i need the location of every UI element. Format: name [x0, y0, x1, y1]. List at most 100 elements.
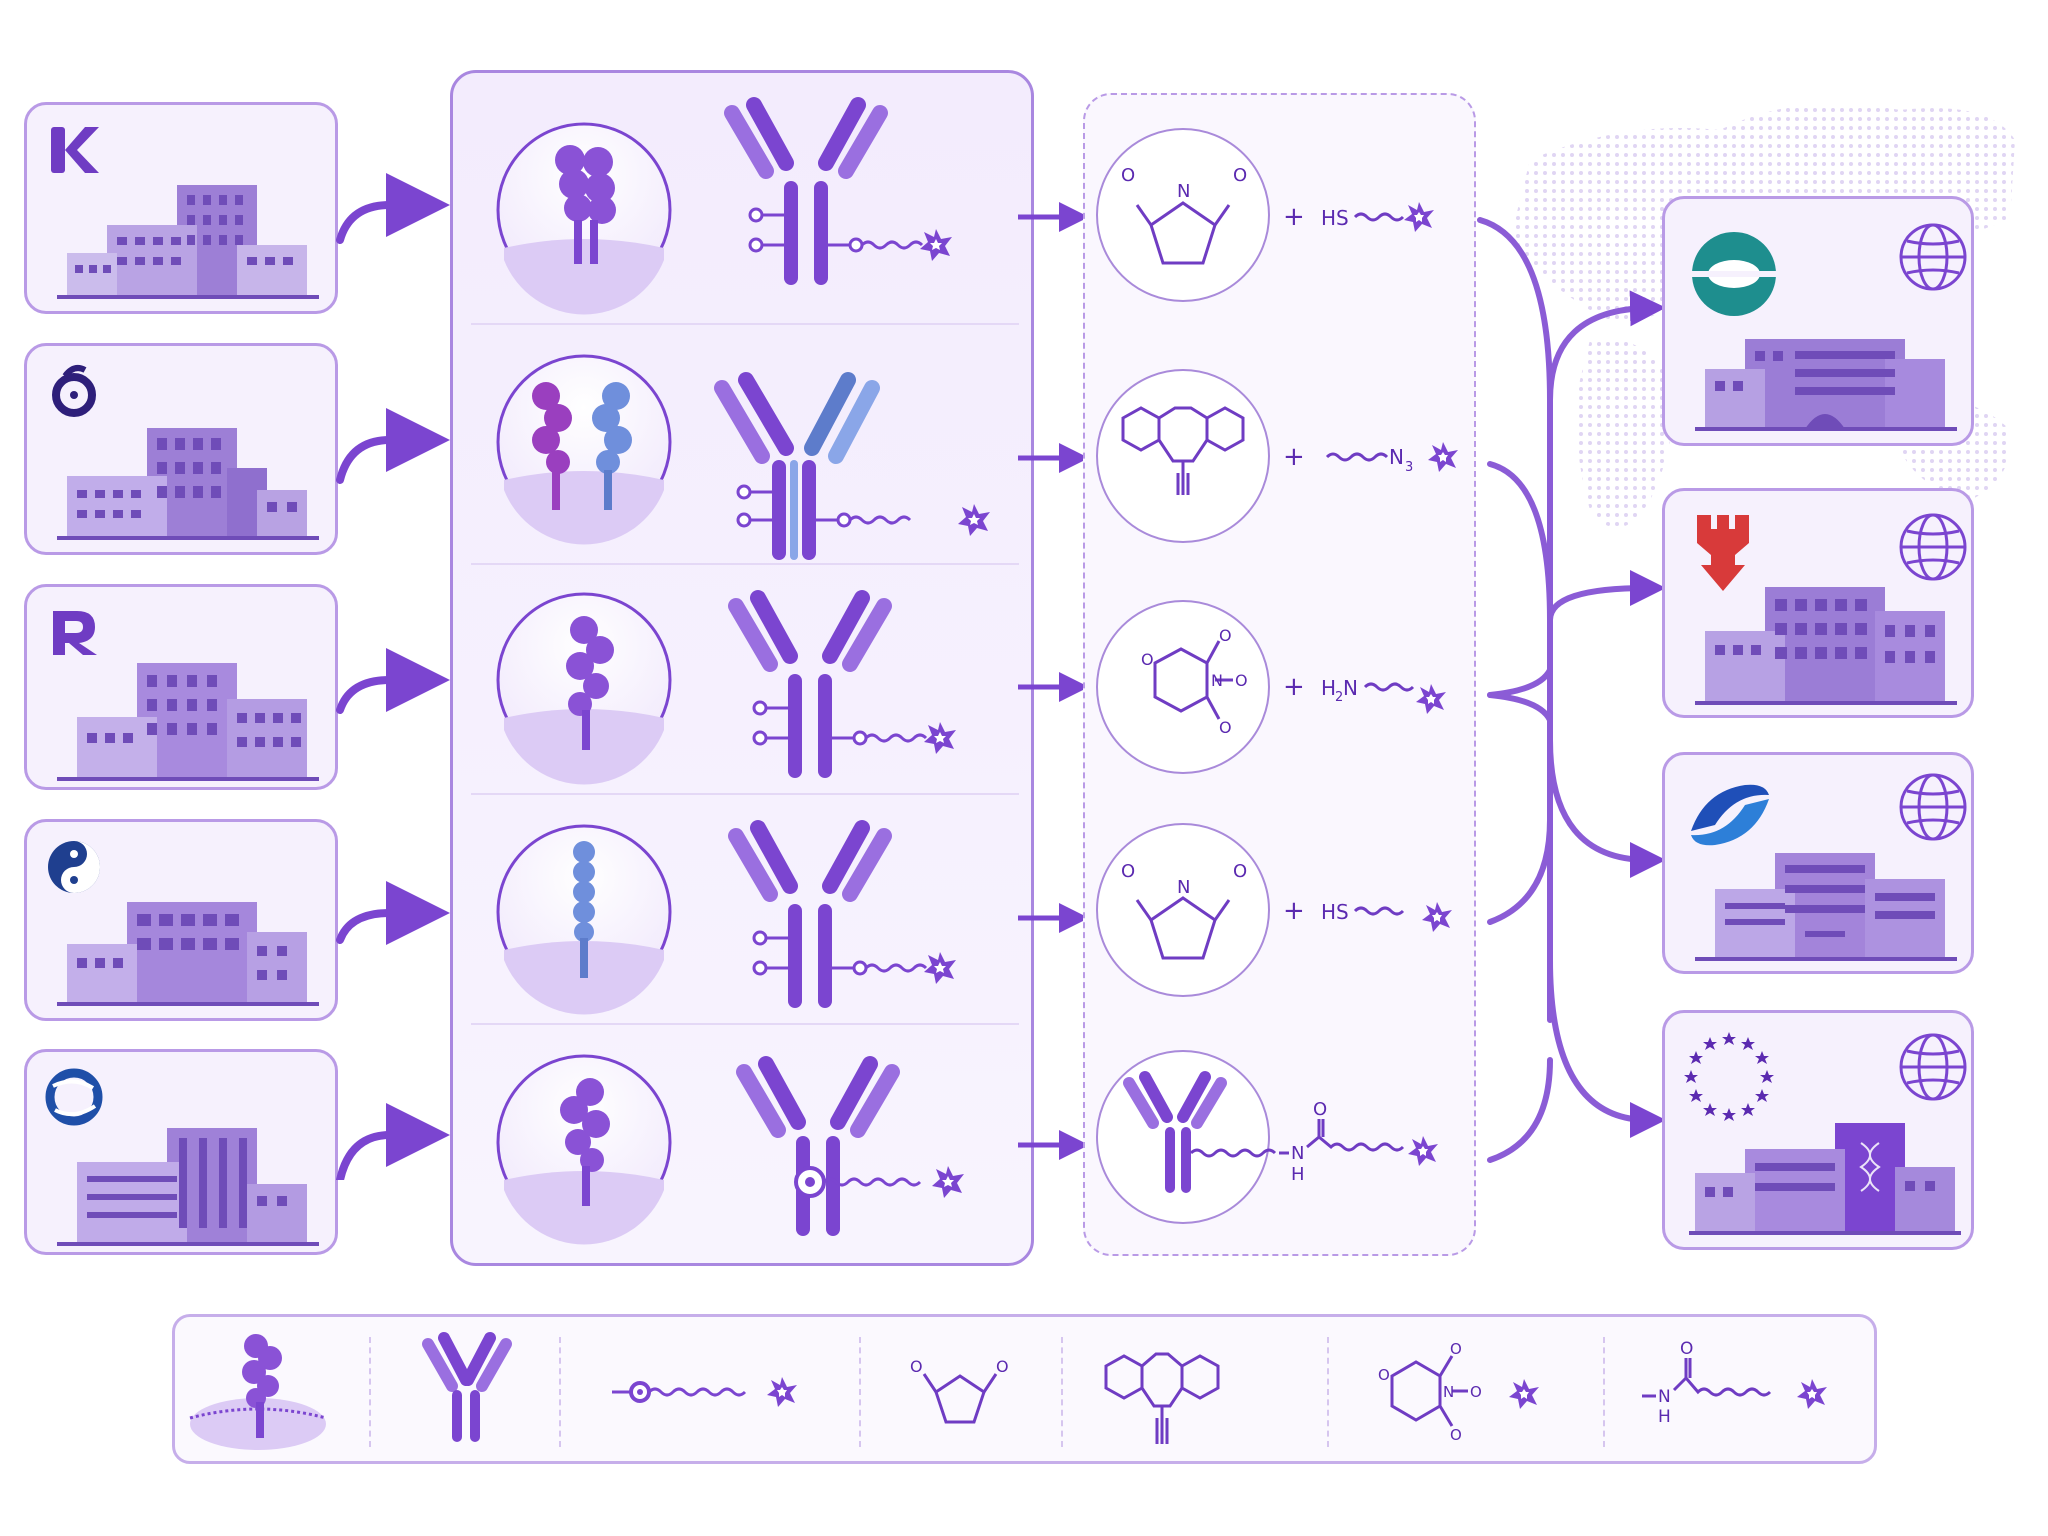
building-icon — [57, 428, 319, 540]
atom-o: O — [1313, 1099, 1327, 1120]
cell-receptor-icon — [496, 354, 672, 545]
row-divider — [471, 1023, 1019, 1025]
row-divider — [471, 563, 1019, 565]
cell-receptor-icon — [496, 592, 672, 785]
partner-box-4[interactable] — [1662, 1010, 1974, 1250]
payload-star-icon — [1422, 902, 1452, 932]
atom-o: O — [1470, 1383, 1482, 1401]
payload-star-icon — [1797, 1379, 1827, 1409]
distribution-curves — [1477, 217, 1666, 1163]
legend-separator — [1603, 1337, 1605, 1447]
legend-separator — [1327, 1337, 1329, 1447]
atom-o: O — [1121, 861, 1135, 882]
company-box-2[interactable] — [24, 343, 338, 555]
globe-icon — [1899, 513, 1967, 581]
company-box-5[interactable] — [24, 1049, 338, 1255]
company-logo-r-icon — [53, 611, 97, 655]
company-box-4[interactable] — [24, 819, 338, 1021]
building-icon — [1695, 339, 1957, 431]
plus-sign: + — [1283, 442, 1305, 472]
building-icon — [57, 185, 319, 299]
legend-separator — [1061, 1337, 1063, 1447]
nhs-ester-icon — [1153, 640, 1233, 720]
building-icon — [1689, 1123, 1961, 1235]
atom-o: O — [1450, 1340, 1462, 1358]
building-icon — [57, 663, 319, 781]
atom-o: O — [1378, 1366, 1390, 1384]
reagent-thiol: HS — [1321, 900, 1349, 924]
payload-star-icon — [1509, 1379, 1539, 1409]
globe-icon — [1899, 223, 1967, 291]
legend-maleimide-icon — [922, 1373, 998, 1424]
globe-icon — [1899, 773, 1967, 841]
atom-n: N — [1177, 181, 1190, 202]
chemistry-illustrations: O O N + HS + N 3 O N O O O + H 2 N O O N… — [1096, 128, 1458, 1224]
atom-n: N — [1658, 1387, 1671, 1407]
input-arrows — [336, 173, 450, 1180]
reaction-arrows — [1018, 202, 1089, 1160]
atom-h: H — [1291, 1164, 1305, 1185]
building-icon — [57, 902, 319, 1006]
legend-icons: O O O N O O O N H O — [189, 1332, 1827, 1450]
building-icon — [1695, 853, 1957, 961]
company-box-1[interactable] — [24, 102, 338, 314]
legend-linker-payload-icon — [612, 1377, 797, 1407]
partner-logo-teal-icon — [1692, 232, 1776, 316]
partner-box-3[interactable] — [1662, 752, 1974, 974]
payload-star-icon — [1404, 202, 1434, 232]
antibody-icon — [736, 828, 956, 1008]
atom-o: O — [1219, 718, 1232, 737]
legend-separator — [559, 1337, 561, 1447]
building-icon — [1695, 587, 1957, 705]
company-logo-swirl-icon — [45, 1068, 103, 1126]
atom-o: O — [996, 1357, 1009, 1376]
partner-box-2[interactable] — [1662, 488, 1974, 718]
legend-amide-icon — [1642, 1358, 1772, 1398]
cell-receptor-icon — [496, 1054, 672, 1245]
amide-conjugate-icon — [1123, 1071, 1438, 1193]
atom-o: O — [910, 1357, 923, 1376]
payload-star-icon — [1416, 684, 1446, 714]
atom-n: N — [1291, 1143, 1304, 1164]
atom-o: O — [1219, 626, 1232, 645]
atom-o: O — [1235, 671, 1248, 690]
antibody-icon — [732, 105, 952, 285]
partner-box-1[interactable] — [1662, 196, 1974, 446]
dbco-icon — [1121, 406, 1245, 495]
reagent-amine: H — [1321, 676, 1336, 700]
legend-nhs-icon — [1390, 1355, 1468, 1427]
partner-logo-red-icon — [1697, 515, 1749, 591]
reagent-amine-n: N — [1343, 676, 1358, 700]
reagent-thiol: HS — [1321, 206, 1349, 230]
company-logo-k-icon — [51, 127, 99, 173]
cell-receptor-icon — [496, 824, 672, 1015]
bispecific-antibody-icon — [714, 372, 990, 560]
atom-o: O — [1121, 165, 1135, 186]
plus-sign: + — [1283, 672, 1305, 702]
atom-o: O — [1233, 861, 1247, 882]
building-icon — [57, 1128, 319, 1246]
legend-separator — [859, 1337, 861, 1447]
reagent-amine-sub: 2 — [1335, 690, 1343, 705]
atom-o: O — [1680, 1339, 1693, 1359]
maleimide-icon — [1135, 201, 1231, 265]
company-box-3[interactable] — [24, 584, 338, 790]
company-logo-circle-icon — [52, 365, 96, 417]
company-logo-yinyang-icon — [48, 841, 100, 893]
cell-receptor-icon — [496, 122, 672, 315]
center-illustrations — [496, 70, 990, 1245]
legend-dbco-icon — [1104, 1352, 1220, 1444]
payload-star-icon — [1428, 442, 1458, 472]
plus-sign: + — [1283, 202, 1305, 232]
atom-o: O — [1233, 165, 1247, 186]
legend-antibody-icon — [422, 1332, 512, 1442]
atom-n: N — [1443, 1383, 1454, 1401]
atom-o: O — [1450, 1426, 1462, 1444]
atom-n: N — [1211, 671, 1223, 690]
site-specific-antibody-icon — [736, 1056, 964, 1236]
legend-receptor-icon — [189, 1334, 327, 1450]
maleimide-icon — [1135, 896, 1231, 960]
atom-n: N — [1177, 877, 1190, 898]
reagent-azide-sub: 3 — [1405, 460, 1413, 475]
partner-logo-blue-swoosh-icon — [1691, 784, 1769, 846]
